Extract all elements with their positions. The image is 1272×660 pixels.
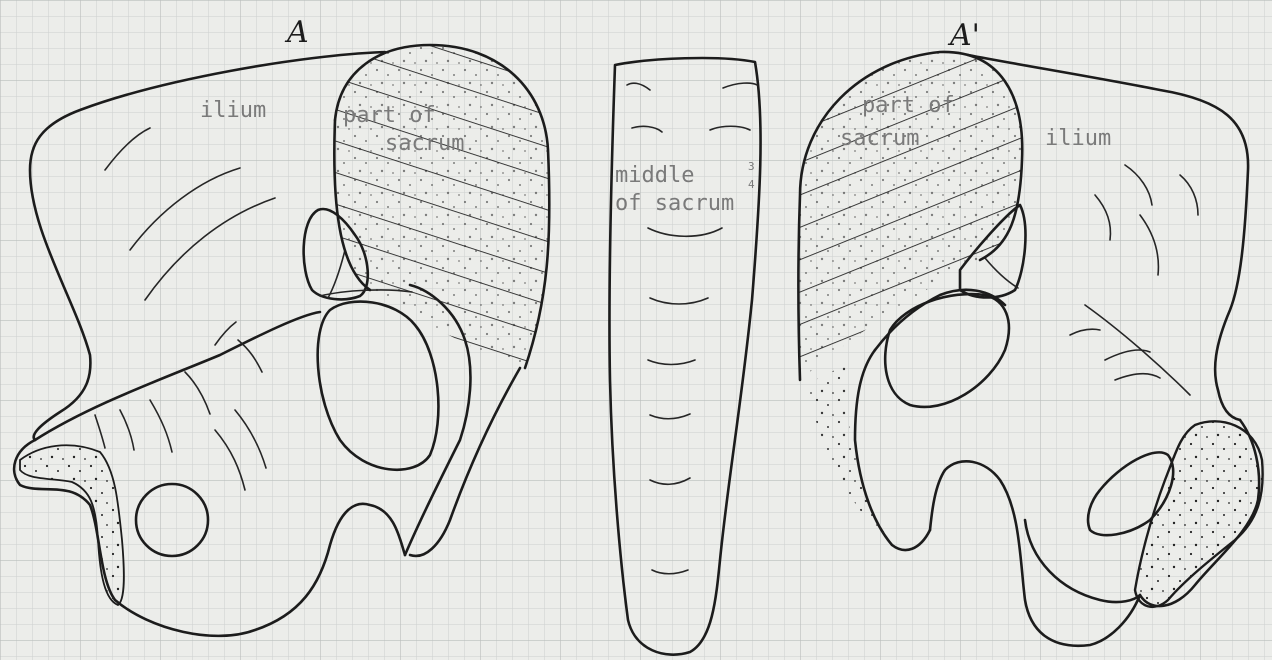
point-label-a: A [284, 15, 309, 50]
label-middle: middle [615, 163, 694, 188]
label-part-of-left: part of [343, 103, 436, 128]
label-middle-fraction-numerator: 3 [748, 160, 755, 173]
label-ilium-left: ilium [200, 98, 266, 123]
point-label-a-prime: A' [947, 18, 980, 53]
label-part-of-right: part of [862, 93, 955, 118]
label-sacrum-left: sacrum [385, 131, 464, 156]
label-ilium-right: ilium [1045, 126, 1111, 151]
label-sacrum-right: sacrum [840, 126, 919, 151]
label-middle-fraction-denominator: 4 [748, 178, 755, 191]
label-of-sacrum: of sacrum [615, 191, 734, 216]
